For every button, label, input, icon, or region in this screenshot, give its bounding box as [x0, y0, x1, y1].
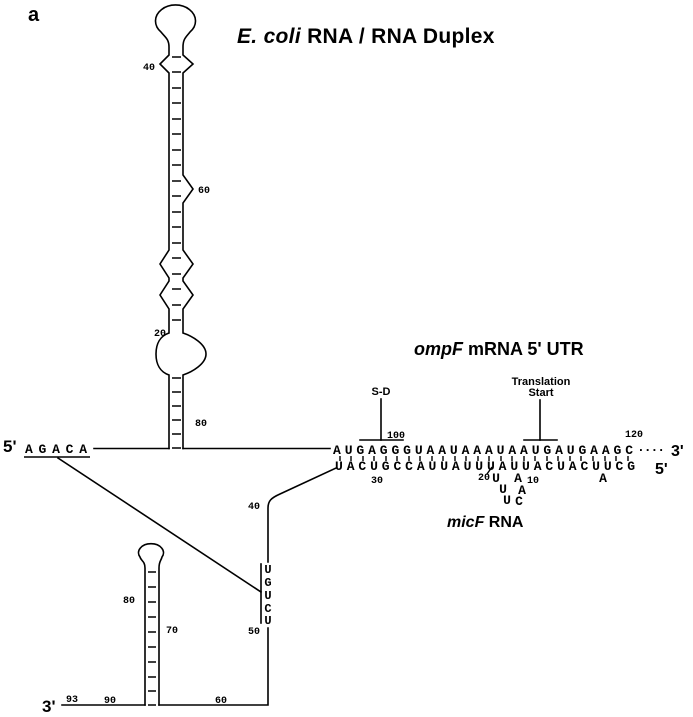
- micf-hairpin: 80 70: [123, 542, 178, 706]
- ompf-pos-100-label: 100: [387, 431, 405, 442]
- micf-vertical-letter: U: [264, 563, 271, 577]
- ompf-pos-80-label: 80: [195, 419, 207, 430]
- micf-hairpin-basepair-ticks: [148, 571, 156, 706]
- ompf-hairpin: 40 60 20 80: [143, 4, 210, 450]
- micf-pos-90-label: 90: [104, 696, 116, 707]
- ompf-leader-sequence: AGACA: [25, 442, 87, 457]
- micf-title-italic: micF: [447, 514, 485, 531]
- ompf-hairpin-basepair-ticks: [172, 56, 181, 449]
- micf-backbone-connector: [267, 466, 338, 563]
- micf-duplex-strand: UACUGCCAUUAUUUAUUACUACUUCG: [335, 459, 635, 474]
- ompf-pos-120-label: 120: [625, 430, 643, 441]
- micf-pos-30-label: 30: [371, 476, 383, 487]
- figure-title-rest: RNA / RNA Duplex: [300, 25, 495, 48]
- micf-vertical-sequence: U G U C U: [264, 563, 271, 628]
- agaca-ugucu-interaction-line: [56, 456, 263, 594]
- micf-bulge-loop: U A U A U C: [492, 471, 526, 509]
- micf-pos-60-label: 60: [215, 696, 227, 707]
- micf-vertical-letter: G: [264, 576, 271, 590]
- micf-title-rest: RNA: [484, 514, 524, 531]
- micf-loop-letter: A: [518, 483, 526, 498]
- ompf-pos-40-label: 40: [143, 63, 155, 74]
- ompf-title-rest: mRNA 5' UTR: [463, 339, 584, 359]
- ompf-pos-20-label: 20: [154, 329, 166, 340]
- micf-vertical-letter: U: [264, 589, 271, 603]
- translation-label-line1: Translation: [512, 376, 571, 388]
- ompf-continuation-dots: ....: [637, 440, 665, 455]
- micf-region-title: micF RNA: [447, 514, 523, 532]
- micf-vertical-letter: C: [264, 602, 271, 616]
- micf-pos-50-label: 50: [248, 627, 260, 638]
- micf-hairpin-outline: [137, 542, 165, 706]
- figure-title-italic: E. coli: [237, 25, 301, 48]
- micf-bulged-a-letter: A: [599, 471, 607, 486]
- micf-pos-40-label: 40: [248, 502, 260, 513]
- micf-pos-93-label: 93: [66, 695, 78, 706]
- micf-5prime-label: 5': [655, 461, 668, 478]
- ompf-region-title: ompF mRNA 5' UTR: [414, 339, 584, 360]
- micf-loop-letter: C: [515, 494, 523, 509]
- panel-label: a: [28, 4, 39, 27]
- micf-loop-letter: A: [514, 471, 522, 486]
- panel-label-text: a: [28, 4, 40, 26]
- micf-pos-20-label: 20: [478, 473, 490, 484]
- ompf-5prime-label: 5': [3, 437, 17, 456]
- micf-pos-70-label: 70: [166, 626, 178, 637]
- micf-loop-letter: U: [492, 471, 500, 486]
- translation-start-marker: Translation Start: [512, 376, 571, 441]
- translation-label-line2: Start: [528, 387, 553, 399]
- duplex-basepair-ticks: [339, 456, 629, 461]
- ompf-3prime-label: 3': [671, 443, 684, 460]
- micf-three-prime-arm: U G U C U 40 50 60 90 93 3' 80 70: [42, 456, 338, 716]
- micf-pos-80-label: 80: [123, 596, 135, 607]
- micf-pos-10-label: 10: [527, 476, 539, 487]
- micf-3prime-label: 3': [42, 697, 56, 716]
- micf-backbone-bottom-right: [158, 627, 269, 706]
- micf-loop-letter: U: [503, 493, 511, 508]
- ompf-title-italic: ompF: [414, 339, 463, 359]
- shine-dalgarno-marker: S-D: [359, 386, 404, 441]
- ompf-pos-60-label: 60: [198, 186, 210, 197]
- micf-pos-20-pointer: [486, 466, 493, 475]
- ompf-hairpin-outline: [154, 4, 207, 450]
- sd-label: S-D: [372, 386, 391, 398]
- micf-vertical-letter: U: [264, 614, 271, 628]
- duplex-region: AUGAGGGUAAUAAAUAAUGAUGAAGC UACUGCCAUUAUU…: [333, 376, 684, 509]
- figure-title: E. coli RNA / RNA Duplex: [237, 25, 495, 49]
- micf-loop-letter: U: [499, 482, 507, 497]
- ompf-duplex-strand: AUGAGGGUAAUAAAUAAUGAUGAAGC: [333, 443, 633, 458]
- ompf-five-prime-end: 5' AGACA: [3, 437, 331, 458]
